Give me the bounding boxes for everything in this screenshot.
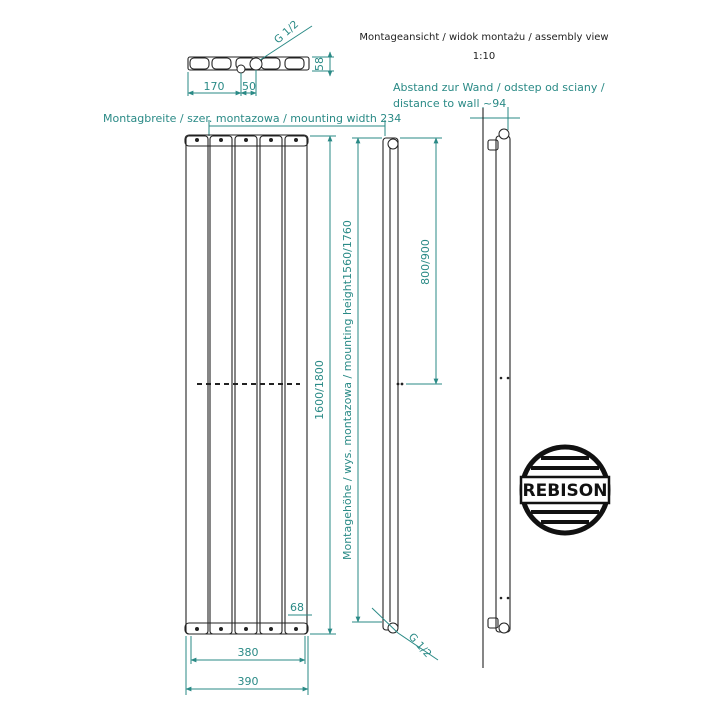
front-width-390: 390	[238, 675, 259, 688]
front-width-380: 380	[238, 646, 259, 659]
wall-distance-line2: distance to wall ~94	[393, 97, 506, 110]
mounting-width-label: Montagbreite / szer. montazowa / mountin…	[103, 112, 401, 125]
front-height-label: 1600/1800	[313, 360, 326, 420]
mounting-height-label: Montagehöhe / wys. montazowa / mounting …	[341, 279, 354, 560]
front-view: Montagbreite / szer. montazowa / mountin…	[103, 112, 401, 695]
side-spacing-label: 800/900	[419, 239, 432, 285]
drawing-scale: 1:10	[473, 51, 495, 62]
logo-brand: REBISON	[523, 481, 608, 501]
top-depth-label: 58	[313, 57, 326, 71]
top-dim-50: 50	[242, 80, 256, 93]
side-height-label: 1560/1760	[341, 220, 354, 280]
side-thread-label: G 1/2	[406, 631, 434, 660]
drawing-title: Montageansicht / widok montażu / assembl…	[359, 32, 608, 43]
wall-distance-line1: Abstand zur Wand / odstep od sciany /	[393, 81, 605, 94]
wall-view	[482, 108, 511, 668]
front-dim-68: 68	[290, 601, 304, 614]
top-thread-label: G 1/2	[272, 18, 301, 46]
side-view: 1560/1760 Montagehöhe / wys. montazowa /…	[341, 81, 605, 661]
top-view: G 1/2 58 170 50	[187, 18, 334, 96]
top-dim-170: 170	[204, 80, 225, 93]
rebison-logo: REBISON	[519, 444, 611, 536]
